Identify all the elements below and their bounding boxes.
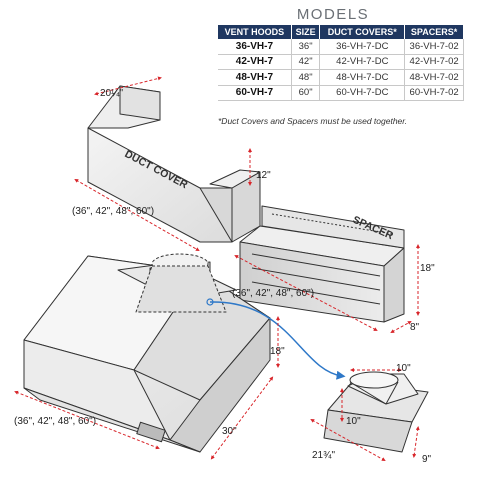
dim-transition-width: 21¾" (312, 450, 335, 461)
dim-hood-height: 18" (270, 346, 285, 357)
cell-size: 60" (291, 85, 321, 101)
table-row: 60-VH-7 60" 60-VH-7-DC 60-VH-7-02 (218, 85, 464, 101)
cell-spacer: 36-VH-7-02 (404, 39, 464, 55)
dim-transition-height: 10" (346, 416, 361, 427)
table-row: 48-VH-7 48" 48-VH-7-DC 48-VH-7-02 (218, 69, 464, 86)
cell-duct-cover: 42-VH-7-DC (319, 54, 406, 70)
dim-spacer-width: (36", 42", 48", 60") (232, 288, 314, 299)
col-header-spacers: SPACERS* (404, 25, 464, 39)
col-header-duct-covers: DUCT COVERS* (319, 25, 406, 39)
models-table: VENT HOODS SIZE DUCT COVERS* SPACERS* 36… (218, 25, 464, 101)
cell-hood: 60-VH-7 (218, 85, 292, 101)
cell-spacer: 48-VH-7-02 (404, 69, 464, 86)
table-footnote: *Duct Covers and Spacers must be used to… (218, 116, 408, 126)
dim-hood-depth: 30" (222, 426, 237, 437)
cell-spacer: 60-VH-7-02 (404, 85, 464, 101)
dim-duct-width: (36", 42", 48", 60") (72, 206, 154, 217)
col-header-vent-hoods: VENT HOODS (218, 25, 292, 39)
dim-transition-depth: 9" (422, 454, 432, 465)
duct-transition (323, 371, 429, 453)
table-row: 42-VH-7 42" 42-VH-7-DC 42-VH-7-02 (218, 54, 464, 70)
cell-size: 48" (291, 69, 321, 86)
dimension-lines (14, 76, 420, 461)
table-header-row: VENT HOODS SIZE DUCT COVERS* SPACERS* (218, 25, 464, 39)
col-header-size: SIZE (291, 25, 321, 39)
cell-duct-cover: 36-VH-7-DC (319, 39, 406, 55)
dim-hood-width: (36", 42", 48", 60") (14, 416, 96, 427)
cell-hood: 42-VH-7 (218, 54, 292, 70)
dim-duct-depth: 20¼" (100, 87, 123, 99)
dim-transition-top: 10" (396, 363, 411, 374)
dim-spacer-depth: 8" (410, 322, 420, 333)
cell-spacer: 42-VH-7-02 (404, 54, 464, 70)
cell-hood: 36-VH-7 (218, 39, 292, 55)
dim-spacer-height: 18" (420, 263, 435, 274)
dim-duct-height: 12" (256, 170, 271, 181)
cell-size: 42" (291, 54, 321, 70)
cell-duct-cover: 48-VH-7-DC (319, 69, 406, 86)
duct-cover (87, 85, 261, 243)
table-row: 36-VH-7 36" 36-VH-7-DC 36-VH-7-02 (218, 39, 464, 55)
cell-hood: 48-VH-7 (218, 69, 292, 86)
cell-duct-cover: 60-VH-7-DC (319, 85, 406, 101)
cell-size: 36" (291, 39, 321, 55)
